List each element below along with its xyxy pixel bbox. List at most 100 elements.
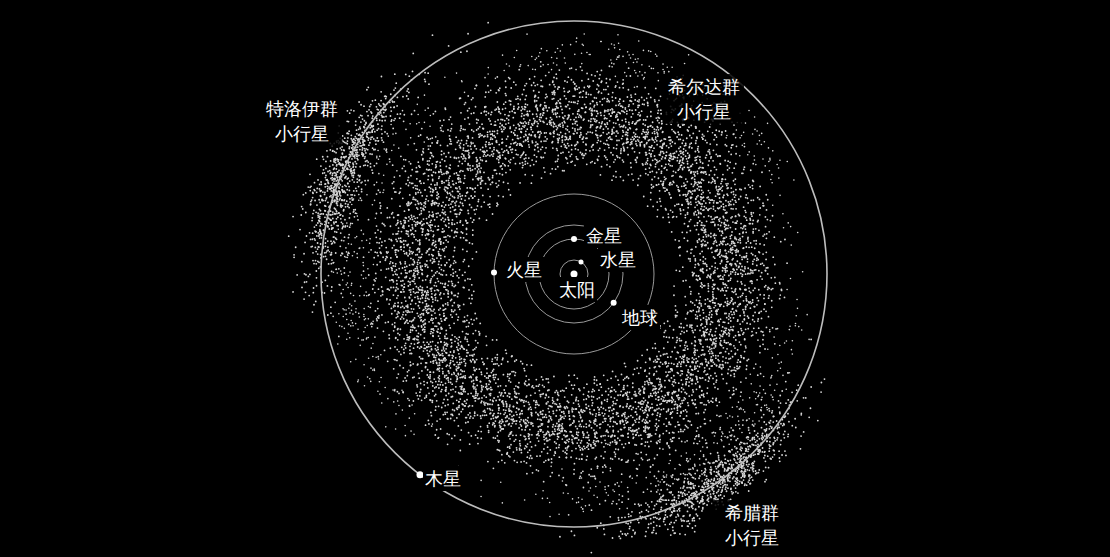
asteroid-dot xyxy=(472,417,474,419)
asteroid-dot xyxy=(594,475,596,477)
asteroid-dot xyxy=(438,203,440,205)
asteroid-dot xyxy=(700,186,702,188)
asteroid-dot xyxy=(531,123,533,125)
asteroid-dot xyxy=(710,207,712,209)
asteroid-dot xyxy=(639,143,641,145)
asteroid-dot xyxy=(417,240,419,242)
asteroid-dot xyxy=(412,288,414,290)
asteroid-dot xyxy=(722,334,724,336)
asteroid-dot xyxy=(601,403,603,405)
asteroid-dot xyxy=(403,283,405,285)
asteroid-dot xyxy=(634,368,636,370)
asteroid-dot xyxy=(520,156,522,158)
asteroid-dot xyxy=(627,385,629,387)
asteroid-dot xyxy=(522,125,524,127)
asteroid-dot xyxy=(480,415,482,417)
asteroid-dot xyxy=(439,267,441,269)
asteroid-dot xyxy=(712,362,714,364)
asteroid-dot xyxy=(460,181,462,183)
asteroid-dot xyxy=(648,152,650,154)
asteroid-dot xyxy=(718,324,720,326)
asteroid-dot xyxy=(635,133,637,135)
asteroid-dot xyxy=(376,242,378,244)
asteroid-dot xyxy=(557,166,559,168)
asteroid-dot xyxy=(443,221,445,223)
asteroid-dot xyxy=(396,274,398,276)
asteroid-dot xyxy=(687,192,689,194)
asteroid-dot xyxy=(426,218,428,220)
asteroid-dot xyxy=(368,219,370,221)
asteroid-dot xyxy=(780,241,782,243)
asteroid-dot xyxy=(690,291,692,293)
asteroid-dot xyxy=(404,345,406,347)
asteroid-dot xyxy=(419,395,421,397)
asteroid-dot xyxy=(614,483,616,485)
asteroid-dot xyxy=(588,448,590,450)
asteroid-dot xyxy=(377,189,379,191)
asteroid-dot xyxy=(637,105,639,107)
asteroid-dot xyxy=(566,81,568,83)
asteroid-dot xyxy=(596,102,598,104)
asteroid-dot xyxy=(560,390,562,392)
asteroid-dot xyxy=(711,351,713,353)
asteroid-dot xyxy=(568,438,570,440)
asteroid-dot xyxy=(523,405,525,407)
asteroid-dot xyxy=(459,308,461,310)
asteroid-dot xyxy=(741,259,743,261)
asteroid-dot xyxy=(763,265,765,267)
asteroid-dot xyxy=(645,163,647,165)
asteroid-dot xyxy=(745,197,747,199)
asteroid-dot xyxy=(473,219,475,221)
asteroid-dot xyxy=(696,196,698,198)
asteroid-dot xyxy=(686,250,688,252)
asteroid-dot xyxy=(645,152,647,154)
asteroid-dot xyxy=(483,401,485,403)
asteroid-dot xyxy=(674,426,676,428)
asteroid-dot xyxy=(472,333,474,335)
asteroid-dot xyxy=(427,160,429,162)
asteroid-dot xyxy=(707,275,709,277)
asteroid-dot xyxy=(579,414,581,416)
asteroid-dot xyxy=(628,429,630,431)
asteroid-dot xyxy=(682,280,684,282)
asteroid-dot xyxy=(380,231,382,233)
asteroid-dot xyxy=(497,150,499,152)
asteroid-dot xyxy=(552,431,554,433)
asteroid-dot xyxy=(436,191,438,193)
asteroid-dot xyxy=(609,426,611,428)
asteroid-dot xyxy=(745,228,747,230)
asteroid-dot xyxy=(466,140,468,142)
asteroid-dot xyxy=(710,274,712,276)
asteroid-dot xyxy=(395,317,397,319)
asteroid-dot xyxy=(704,326,706,328)
asteroid-dot xyxy=(424,326,426,328)
asteroid-dot xyxy=(660,95,662,97)
asteroid-dot xyxy=(517,103,519,105)
asteroid-dot xyxy=(425,279,427,281)
asteroid-dot xyxy=(747,267,749,269)
asteroid-dot xyxy=(605,418,607,420)
asteroid-dot xyxy=(699,220,701,222)
asteroid-dot xyxy=(414,317,416,319)
asteroid-dot xyxy=(747,240,749,242)
asteroid-dot xyxy=(489,155,491,157)
asteroid-dot xyxy=(615,176,617,178)
asteroid-dot xyxy=(548,459,550,461)
asteroid-dot xyxy=(540,65,542,67)
asteroid-dot xyxy=(710,248,712,250)
asteroid-dot xyxy=(433,309,435,311)
asteroid-dot xyxy=(721,180,723,182)
asteroid-dot xyxy=(417,346,419,348)
asteroid-dot xyxy=(613,122,615,124)
asteroid-dot xyxy=(455,271,457,273)
asteroid-dot xyxy=(493,467,495,469)
asteroid-dot xyxy=(596,384,598,386)
asteroid-dot xyxy=(537,470,539,472)
asteroid-dot xyxy=(572,422,574,424)
asteroid-dot xyxy=(643,426,645,428)
asteroid-dot xyxy=(652,121,654,123)
asteroid-dot xyxy=(681,231,683,233)
asteroid-dot xyxy=(730,208,732,210)
asteroid-dot xyxy=(596,127,598,129)
asteroid-dot xyxy=(436,184,438,186)
